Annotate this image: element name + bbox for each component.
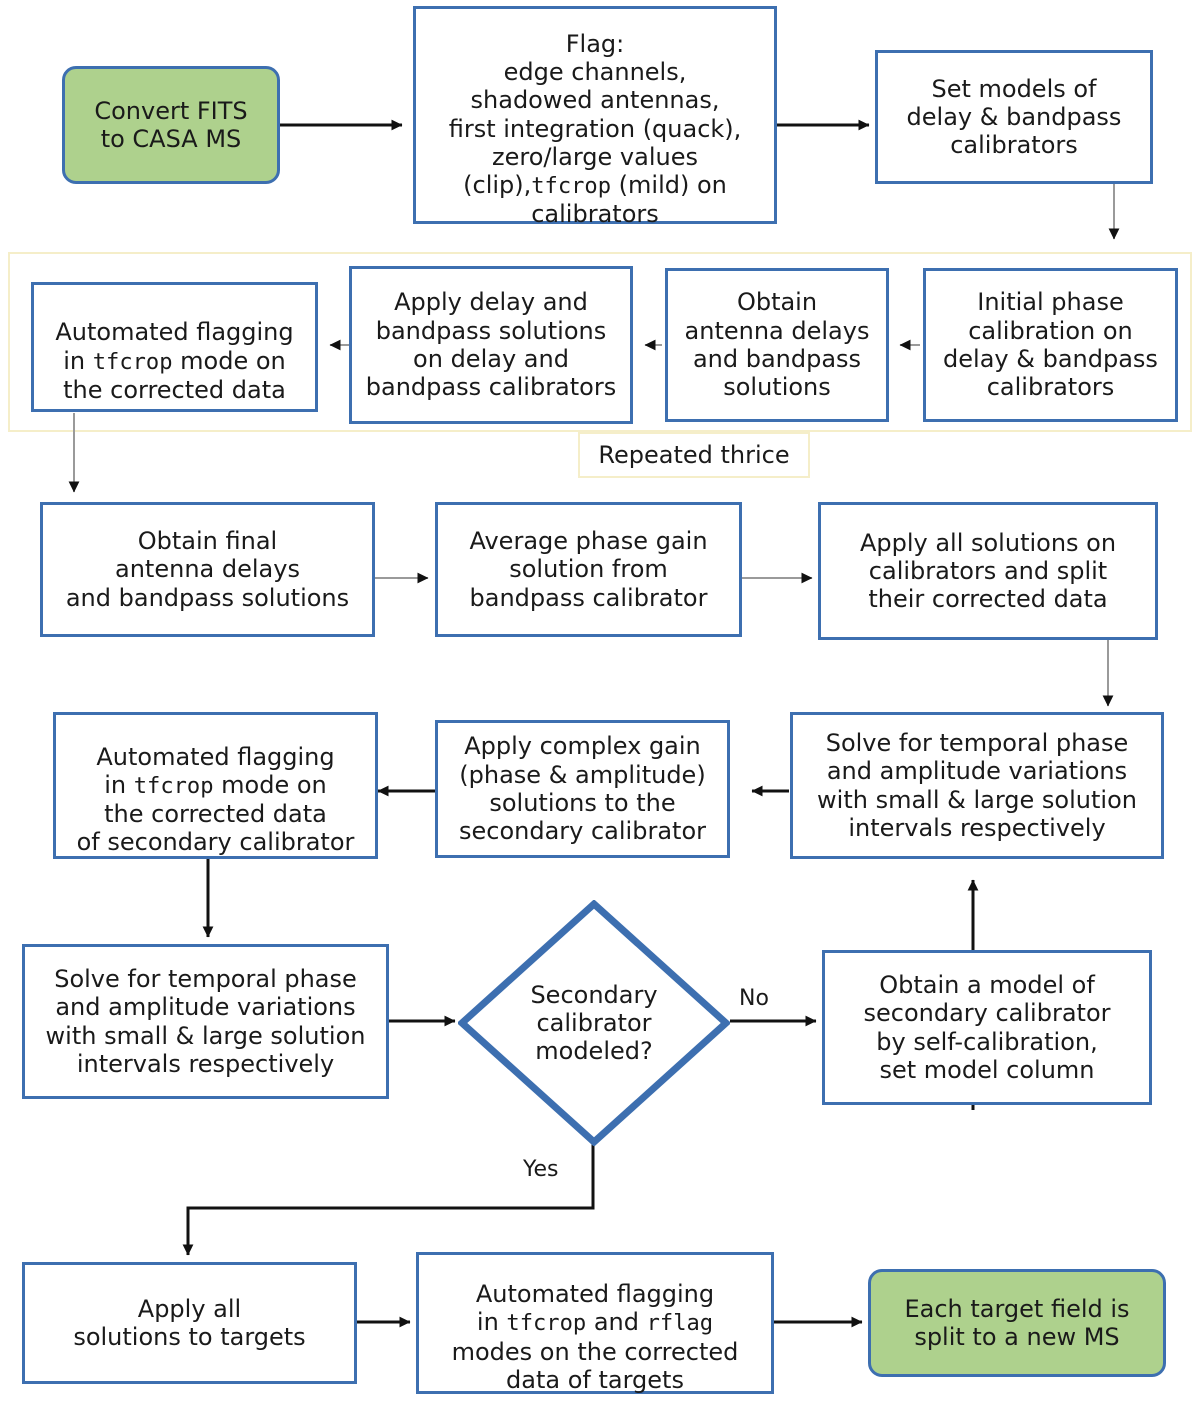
node-convert-fits[interactable]: Convert FITS to CASA MS bbox=[62, 66, 280, 184]
flag-initial-tail: (mild) on calibrators bbox=[531, 171, 727, 229]
decision-label: Secondary calibrator modeled? bbox=[530, 980, 658, 1066]
autoflag-targets-mid: and bbox=[586, 1308, 647, 1337]
edge-label-no: No bbox=[739, 986, 769, 1011]
node-autoflag-targets-text: Automated flagging in tfcrop and rflag m… bbox=[452, 1252, 739, 1394]
node-set-models[interactable]: Set models of delay & bandpass calibrato… bbox=[875, 50, 1153, 184]
node-solve-temporal-right[interactable]: Solve for temporal phase and amplitude v… bbox=[790, 712, 1164, 859]
autoflag-targets-head: Automated flagging in bbox=[475, 1280, 715, 1337]
edge-label-yes: Yes bbox=[523, 1157, 559, 1182]
node-apply-complex-gain[interactable]: Apply complex gain (phase & amplitude) s… bbox=[435, 720, 730, 858]
repeated-thrice-label: Repeated thrice bbox=[578, 432, 810, 478]
node-apply-all-targets[interactable]: Apply all solutions to targets bbox=[22, 1262, 357, 1384]
flag-initial-mono: tfcrop bbox=[531, 174, 612, 200]
node-autoflag-targets[interactable]: Automated flagging in tfcrop and rflag m… bbox=[416, 1252, 774, 1394]
repeated-thrice-group bbox=[8, 252, 1192, 432]
autoflag-targets-mono2: rflag bbox=[646, 1311, 714, 1337]
autoflag-corrected-head: Automated flagging in bbox=[55, 318, 294, 375]
autoflag-corrected-tail: mode on the corrected data bbox=[63, 346, 286, 404]
node-obtain-final-solutions[interactable]: Obtain final antenna delays and bandpass… bbox=[40, 502, 375, 637]
node-obtain-delays-bandpass[interactable]: Obtain antenna delays and bandpass solut… bbox=[665, 268, 889, 422]
autoflag-corrected-mono: tfcrop bbox=[92, 349, 173, 375]
node-split-target-field[interactable]: Each target field is split to a new MS bbox=[868, 1269, 1166, 1377]
node-decision-secondary-modeled[interactable]: Secondary calibrator modeled? bbox=[458, 900, 730, 1146]
node-autoflag-corrected-text: Automated flagging in tfcrop mode on the… bbox=[55, 290, 293, 404]
autoflag-secondary-mono: tfcrop bbox=[133, 773, 214, 799]
flag-initial-head: Flag: edge channels, shadowed antennas, … bbox=[448, 29, 742, 200]
node-solve-temporal-left[interactable]: Solve for temporal phase and amplitude v… bbox=[22, 944, 389, 1099]
autoflag-secondary-head: Automated flagging in bbox=[96, 742, 335, 799]
node-apply-all-calibrators[interactable]: Apply all solutions on calibrators and s… bbox=[818, 502, 1158, 640]
diamond-shape bbox=[458, 900, 730, 1146]
autoflag-targets-tail: modes on the corrected data of targets bbox=[451, 1337, 739, 1394]
node-initial-phase-calibration[interactable]: Initial phase calibration on delay & ban… bbox=[923, 268, 1178, 422]
node-obtain-model-secondary[interactable]: Obtain a model of secondary calibrator b… bbox=[822, 950, 1152, 1105]
autoflag-targets-mono1: tfcrop bbox=[506, 1311, 587, 1337]
node-average-phase-gain[interactable]: Average phase gain solution from bandpas… bbox=[435, 502, 742, 637]
node-flag-initial-text: Flag: edge channels, shadowed antennas, … bbox=[422, 1, 768, 229]
node-flag-initial[interactable]: Flag: edge channels, shadowed antennas, … bbox=[413, 6, 777, 228]
node-autoflag-secondary-calibrator[interactable]: Automated flagging in tfcrop mode on the… bbox=[53, 712, 378, 859]
node-apply-delay-bandpass[interactable]: Apply delay and bandpass solutions on de… bbox=[349, 266, 633, 424]
autoflag-secondary-tail: mode on the corrected data of secondary … bbox=[76, 770, 355, 857]
node-autoflag-corrected-data[interactable]: Automated flagging in tfcrop mode on the… bbox=[31, 282, 318, 412]
node-autoflag-secondary-text: Automated flagging in tfcrop mode on the… bbox=[76, 714, 355, 857]
